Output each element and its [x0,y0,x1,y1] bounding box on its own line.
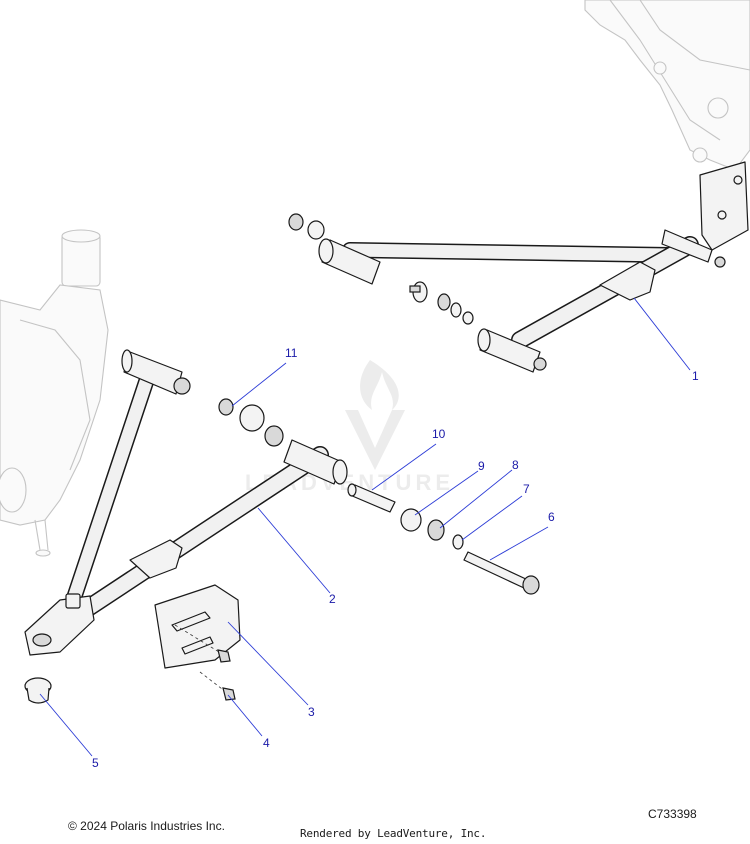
callout-3: 3 [308,705,315,719]
drawing-code: C733398 [648,807,697,821]
callout-9: 9 [478,459,485,473]
callout-7: 7 [523,482,530,496]
callout-2: 2 [329,592,336,606]
ghost-knuckle-left [0,229,109,557]
upper-arm-hardware [288,213,474,325]
callout-6: 6 [548,510,555,524]
callout-labels: 1 2 3 4 5 6 7 8 9 10 11 [92,346,699,770]
rendered-by-text: Rendered by LeadVenture, Inc. [300,827,487,840]
lower-arm-hardware [218,398,540,595]
callout-11: 11 [285,346,298,360]
callout-8: 8 [512,458,519,472]
skid-guard [154,584,241,669]
leader-lines [39,297,691,757]
upper-a-arm [318,161,749,373]
callout-5: 5 [92,756,99,770]
ghost-knuckle-right [584,0,750,171]
bolts [174,624,236,701]
callout-10: 10 [432,427,446,441]
watermark-logo [345,360,405,470]
callout-4: 4 [263,736,270,750]
callout-1: 1 [692,369,699,383]
bushing-cap [24,677,52,704]
copyright-text: © 2024 Polaris Industries Inc. [68,819,225,833]
lower-a-arm [24,349,348,656]
